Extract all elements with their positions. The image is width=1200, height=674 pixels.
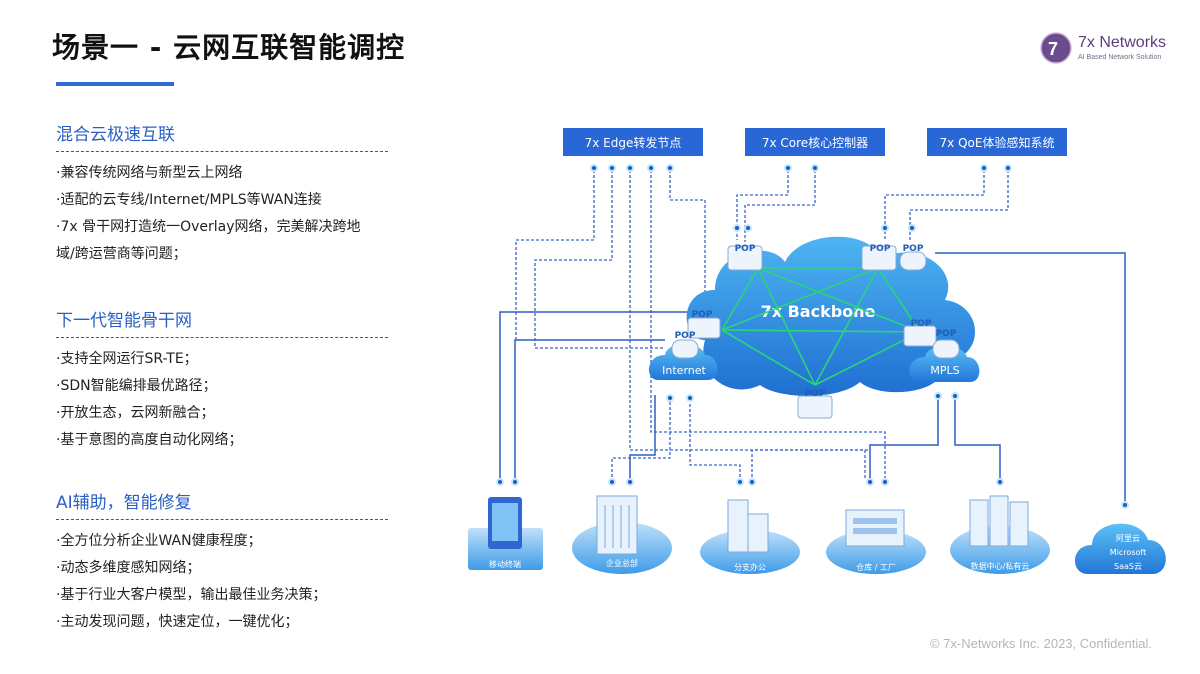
- building-icon: [596, 495, 638, 555]
- saas-label: Microsoft: [1110, 548, 1146, 557]
- endpoint-hq: 企业总部: [572, 495, 672, 574]
- list-item: ·基于行业大客户模型，输出最佳业务决策；: [56, 587, 327, 603]
- pop-label: POP: [903, 244, 924, 254]
- office-icon: [727, 499, 769, 553]
- mpls-cloud: MPLS: [909, 345, 980, 382]
- warehouse-icon: [845, 509, 905, 547]
- section-heading: 下一代智能骨干网: [56, 306, 388, 338]
- endpoint-label: 仓库 / 工厂: [856, 562, 896, 572]
- endpoint-datacenter: 数据中心/私有云: [950, 495, 1050, 574]
- section-hybrid-cloud: 混合云极速互联 ·兼容传统网络与新型云上网络 ·适配的云专线/Internet/…: [56, 120, 388, 268]
- saas-cloud-icon: 阿里云 Microsoft SaaS云: [1074, 523, 1166, 574]
- pop-label: POP: [735, 244, 756, 254]
- pop-router-icon: POP: [687, 310, 721, 339]
- internet-cloud: Internet: [648, 343, 718, 380]
- mpls-label: MPLS: [930, 364, 959, 377]
- pop-database-icon: POP: [671, 331, 699, 359]
- list-item: ·基于意图的高度自动化网络；: [56, 432, 243, 448]
- control-links: [515, 170, 1009, 482]
- pop-label: POP: [911, 319, 932, 329]
- pop-label: POP: [805, 389, 826, 399]
- datacenter-icon: [969, 495, 1029, 547]
- list-item: ·全方位分析企业WAN健康程度；: [56, 533, 262, 549]
- endpoint-label: 分支办公: [734, 562, 766, 572]
- section-backbone: 下一代智能骨干网 ·支持全网运行SR-TE； ·SDN智能编排最优路径； ·开放…: [56, 306, 388, 454]
- pop-label: POP: [870, 244, 891, 254]
- core-controller-label: 7x Core核心控制器: [762, 136, 868, 150]
- page-title: 场景一 - 云网互联智能调控: [52, 31, 406, 64]
- internet-label: Internet: [662, 364, 706, 377]
- logo-icon: 7: [1040, 32, 1072, 64]
- section-heading: AI辅助，智能修复: [56, 488, 388, 520]
- list-item: 域/跨运营商等问题；: [56, 246, 187, 262]
- endpoint-label: 企业总部: [606, 558, 638, 568]
- footer-copyright: © 7x-Networks Inc. 2023, Confidential.: [930, 636, 1153, 651]
- network-diagram: 7x Edge转发节点 7x Core核心控制器 7x QoE体验感知系统: [468, 128, 1166, 574]
- pop-router-icon: POP: [727, 244, 763, 271]
- saas-label: 阿里云: [1116, 534, 1140, 543]
- pop-database-icon: POP: [932, 329, 960, 359]
- backbone-label: 7x Backbone: [761, 302, 876, 321]
- logo-name: 7x Networks: [1078, 34, 1167, 51]
- pop-router-icon: POP: [861, 244, 897, 271]
- list-item: ·7x 骨干网打造统一Overlay网络，完美解决跨地: [56, 219, 361, 235]
- pop-label: POP: [675, 331, 696, 341]
- core-controller-box: 7x Core核心控制器: [745, 128, 885, 156]
- logo-tagline: AI Based Network Solution: [1078, 54, 1162, 61]
- list-item: ·主动发现问题，快速定位，一键优化；: [56, 614, 299, 630]
- endpoint-mobile: 移动终端: [468, 497, 543, 570]
- endpoint-warehouse: 仓库 / 工厂: [826, 509, 926, 574]
- list-item: ·开放生态，云网新融合；: [56, 405, 215, 421]
- svg-text:7: 7: [1048, 39, 1058, 59]
- pop-router-icon: POP: [903, 319, 937, 347]
- data-links: [499, 252, 1126, 505]
- endpoint-label: 移动终端: [489, 559, 521, 569]
- section-heading: 混合云极速互联: [56, 120, 388, 152]
- edge-node-label: 7x Edge转发节点: [585, 135, 682, 150]
- pop-router-icon: POP: [797, 389, 833, 419]
- qoe-system-box: 7x QoE体验感知系统: [927, 128, 1067, 156]
- connector-dots: [496, 164, 1129, 509]
- list-item: ·动态多维度感知网络；: [56, 560, 201, 576]
- saas-label: SaaS云: [1114, 562, 1142, 571]
- endpoint-label: 数据中心/私有云: [971, 561, 1030, 571]
- pop-label: POP: [692, 310, 713, 320]
- endpoint-branch: 分支办公: [700, 499, 800, 574]
- pop-database-icon: POP: [899, 244, 927, 271]
- title-underline: [56, 82, 174, 86]
- pop-label: POP: [936, 329, 957, 339]
- qoe-system-label: 7x QoE体验感知系统: [940, 135, 1055, 150]
- edge-node-box: 7x Edge转发节点: [563, 128, 703, 156]
- list-item: ·适配的云专线/Internet/MPLS等WAN连接: [56, 192, 322, 208]
- section-ai: AI辅助，智能修复 ·全方位分析企业WAN健康程度； ·动态多维度感知网络； ·…: [56, 488, 388, 636]
- backbone-cloud: 7x Backbone: [686, 236, 975, 396]
- list-item: ·兼容传统网络与新型云上网络: [56, 165, 243, 181]
- tablet-icon: [488, 497, 522, 549]
- list-item: ·支持全网运行SR-TE；: [56, 351, 198, 367]
- list-item: ·SDN智能编排最优路径；: [56, 378, 217, 394]
- backbone-mesh: [721, 267, 921, 386]
